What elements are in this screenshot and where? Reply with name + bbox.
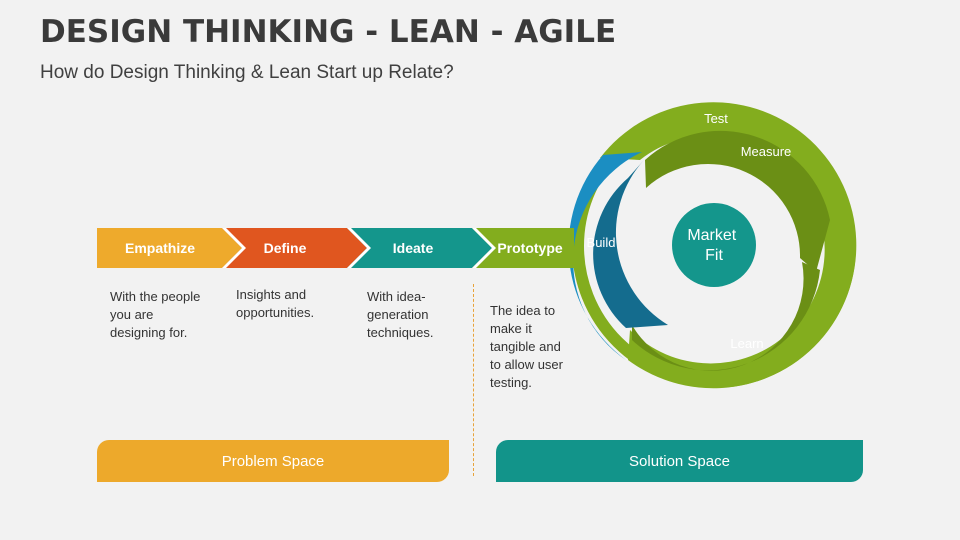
measure-arc [645, 130, 830, 272]
step-description-ideate: With idea-generation techniques. [367, 289, 434, 340]
problem-space-label: Problem Space [221, 452, 325, 470]
solution-space-bar: Solution Space [496, 440, 863, 482]
market-fit-circle [672, 203, 756, 287]
stage-label-build: Build [587, 235, 616, 250]
step-label-ideate: Ideate [393, 240, 434, 256]
stage-label-learn: Learn [730, 336, 763, 351]
arrow-white-notch-1 [222, 228, 246, 268]
problem-space-bar: Problem Space [97, 440, 449, 482]
market-fit-label: Market Fit [687, 227, 740, 264]
step-arrow-prototype [472, 228, 574, 268]
step-label-empathize: Empathize [125, 240, 195, 256]
step-description-empathize: With the people you are designing for. [110, 289, 201, 340]
step-description-define: Insights and opportunities. [236, 287, 315, 320]
page-subtitle: How do Design Thinking & Lean Start up R… [40, 62, 454, 83]
stage-label-test: Test [704, 111, 728, 126]
stage-label-measure: Measure [741, 144, 792, 159]
step-arrow-empathize [97, 228, 242, 268]
step-label-prototype: Prototype [497, 240, 563, 256]
market-fit-line: Fit [705, 247, 723, 264]
step-description-prototype: The idea to make it tangible and to allo… [490, 303, 563, 390]
build-arc-inner [593, 160, 668, 328]
step-label-define: Define [264, 240, 307, 256]
market-fit-line: Market [687, 227, 736, 244]
space-divider [473, 284, 474, 476]
step-arrow-ideate [347, 228, 492, 268]
step-arrow-define [222, 228, 367, 268]
arrow-white-notch-2 [347, 228, 371, 268]
page-title: DESIGN THINKING - LEAN - AGILE [40, 14, 617, 50]
solution-space-label: Solution Space [629, 452, 730, 470]
build-arc-outer [568, 152, 642, 360]
arrow-white-notch-3 [472, 228, 496, 268]
